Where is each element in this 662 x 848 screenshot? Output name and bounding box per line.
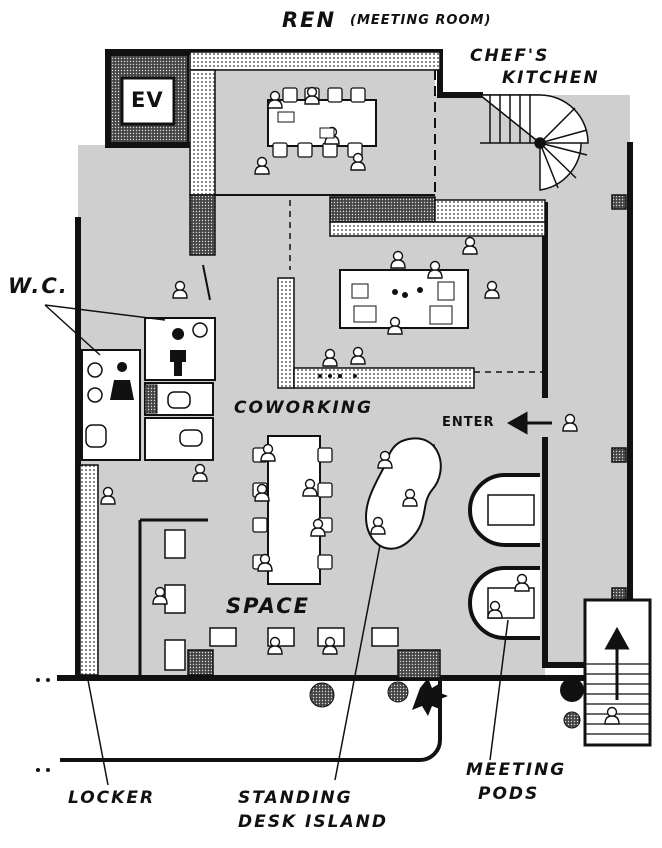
elevator [109,54,189,144]
label-ren: REN [282,8,337,32]
label-enter: ENTER [442,415,495,430]
label-meeting: MEETING [466,760,567,780]
wc-area [81,317,216,461]
meeting-pod-lower [468,566,540,640]
label-locker: LOCKER [68,788,156,808]
coworking-table [252,435,333,585]
walls [57,49,633,681]
meeting-room-table [254,86,377,175]
arrow-up-icon [604,626,630,700]
label-standing: STANDING [238,788,353,808]
label-space: SPACE [226,594,310,618]
label-kitchen: KITCHEN [502,68,600,88]
arrow-left-icon [506,411,552,435]
wall-hatch [79,51,627,679]
label-meeting-room: (MEETING ROOM) [350,13,492,28]
kitchen-counter [318,346,366,378]
standing-desk-island [365,437,442,550]
label-pods: PODS [478,784,540,804]
meeting-pod-upper [468,473,540,547]
label-desk-island: DESK ISLAND [238,812,388,832]
label-ev: EV [131,88,164,112]
label-wc: W.C. [8,274,69,298]
terrace [36,678,584,772]
label-coworking: COWORKING [234,398,373,418]
kitchen-island [339,236,500,335]
spiral-staircase [477,94,589,191]
label-chefs: CHEF'S [470,46,550,66]
